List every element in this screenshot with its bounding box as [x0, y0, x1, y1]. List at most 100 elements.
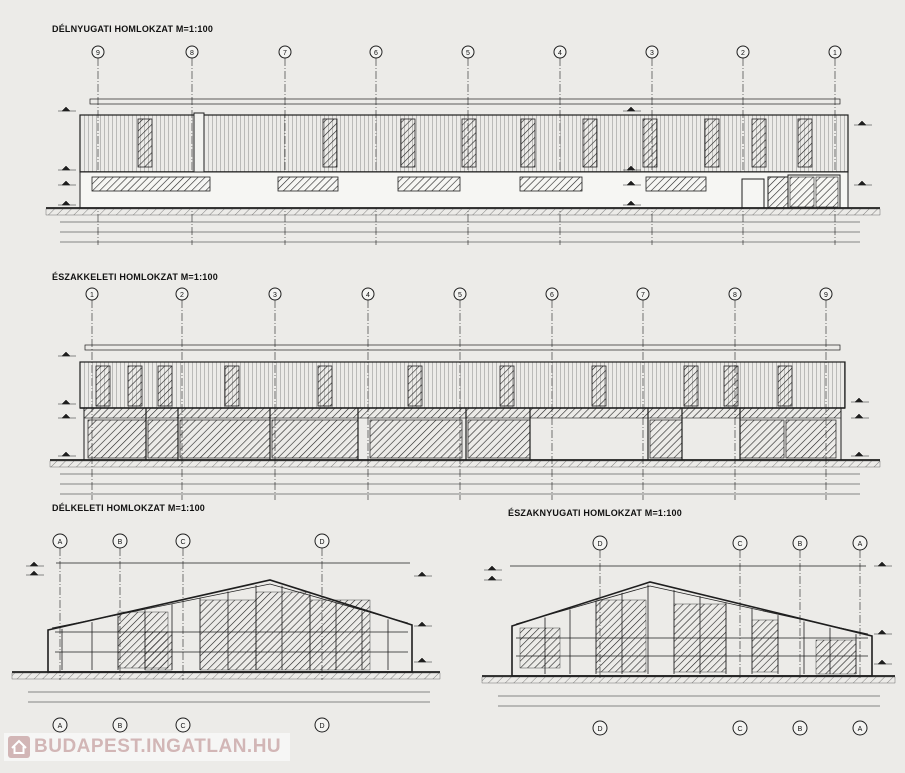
ne-axis-2-label: 2 — [180, 292, 184, 299]
nw-level-mark-2 — [877, 561, 887, 567]
sw-cladding-window-0 — [137, 118, 153, 168]
sw-pilaster — [193, 112, 205, 174]
ne-glazing-6 — [649, 419, 683, 459]
nw-glazing-hatch-3 — [751, 619, 779, 673]
ne-cladding-window-2 — [157, 365, 173, 407]
ne-ground-hatch — [49, 460, 881, 468]
ne-glazing-8 — [785, 419, 837, 459]
ne-level-mark-1 — [61, 399, 71, 405]
nw-axis-top-B-label: B — [798, 541, 803, 548]
se-level-mark-0 — [29, 561, 39, 567]
sw-ridge-band — [89, 98, 841, 105]
house-icon — [8, 736, 30, 758]
sw-cladding-window-3 — [461, 118, 477, 168]
sw-axis-9-label: 9 — [96, 50, 100, 57]
sw-level-mark-3 — [61, 200, 71, 206]
ne-cladding-window-0 — [95, 365, 111, 407]
se-axis-bottom-B-circle — [112, 717, 128, 733]
nw-glazing-hatch-1 — [595, 599, 647, 673]
sw-level-mark-8 — [857, 120, 867, 126]
ne-axis-4-label: 4 — [366, 292, 370, 299]
sw-axis-1-label: 1 — [833, 50, 837, 57]
title-northwest-elevation: ÉSZAKNYUGATI HOMLOKZAT M=1:100 — [508, 508, 682, 518]
sw-level-mark-4 — [626, 106, 636, 112]
sw-cladding-window-5 — [582, 118, 598, 168]
sw-level-mark-9 — [857, 180, 867, 186]
ne-cladding-window-6 — [499, 365, 515, 407]
sw-axis-7-label: 7 — [283, 50, 287, 57]
sw-strip-window-4 — [645, 176, 707, 192]
ne-glazing-4 — [369, 419, 463, 459]
se-level-mark-3 — [417, 621, 427, 627]
nw-glazing-hatch-4 — [815, 639, 857, 675]
se-ground-hatch — [11, 672, 441, 680]
nw-axis-bottom-C-circle — [732, 720, 748, 736]
ne-axis-6-label: 6 — [550, 292, 554, 299]
nw-axis-top-A-label: A — [858, 541, 863, 548]
nw-gable-outline — [511, 581, 873, 677]
ne-axis-1-label: 1 — [90, 292, 94, 299]
ne-cladding-window-5 — [407, 365, 423, 407]
nw-axis-bottom-A-circle — [852, 720, 868, 736]
sw-axis-2-label: 2 — [741, 50, 745, 57]
nw-axis-top-D-label: D — [597, 541, 602, 548]
sw-cladding-window-7 — [704, 118, 720, 168]
ne-axis-7-label: 7 — [641, 292, 645, 299]
title-southwest-elevation: DÉLNYUGATI HOMLOKZAT M=1:100 — [52, 24, 214, 34]
se-glazing-hatch-3 — [309, 599, 371, 671]
ne-level-mark-3 — [61, 451, 71, 457]
nw-axis-bottom-D-circle — [592, 720, 608, 736]
se-level-mark-2 — [417, 571, 427, 577]
ne-level-mark-6 — [854, 451, 864, 457]
se-axis-bottom-C-label: C — [180, 723, 185, 730]
sw-cladding-window-8 — [751, 118, 767, 168]
sw-strip-window-0 — [91, 176, 211, 192]
ne-upper-cladding — [79, 361, 846, 409]
nw-level-mark-1 — [487, 575, 497, 581]
nw-level-mark-3 — [877, 629, 887, 635]
ne-glazing-7 — [739, 419, 785, 459]
sw-axis-6-label: 6 — [374, 50, 378, 57]
watermark: BUDAPEST.INGATLAN.HU — [4, 733, 290, 761]
se-axis-top-B-label: B — [118, 539, 123, 546]
ne-level-mark-4 — [854, 397, 864, 403]
nw-glazing-hatch-0 — [519, 627, 561, 669]
nw-axis-bottom-A-label: A — [858, 726, 863, 733]
sw-strip-window-1 — [277, 176, 339, 192]
se-axis-bottom-B-label: B — [118, 723, 123, 730]
ne-transom — [83, 407, 842, 419]
sw-level-mark-0 — [61, 106, 71, 112]
ne-ridge-band — [84, 344, 841, 351]
se-axis-top-C-label: C — [180, 539, 185, 546]
ne-cladding-window-9 — [723, 365, 739, 407]
se-level-mark-1 — [29, 570, 39, 576]
nw-roof-inner — [515, 585, 869, 635]
ne-axis-5-label: 5 — [458, 292, 462, 299]
nw-axis-bottom-B-label: B — [798, 726, 803, 733]
sw-door — [741, 178, 765, 209]
ne-cladding-window-4 — [317, 365, 333, 407]
ne-cladding-window-1 — [127, 365, 143, 407]
ne-cladding-window-7 — [591, 365, 607, 407]
sw-strip-window-3 — [519, 176, 583, 192]
se-glazing-hatch-4 — [144, 631, 173, 671]
ne-glazing-1 — [147, 419, 179, 459]
title-southeast-elevation: DÉLKELETI HOMLOKZAT M=1:100 — [52, 503, 205, 513]
se-glazing-hatch-2 — [255, 591, 311, 671]
sw-axis-5-label: 5 — [466, 50, 470, 57]
sw-ground-hatch — [45, 208, 881, 216]
ne-cladding-window-10 — [777, 365, 793, 407]
ne-glazing-0 — [87, 419, 147, 459]
nw-axis-top-C-label: C — [737, 541, 742, 548]
nw-axis-bottom-B-circle — [792, 720, 808, 736]
sw-axis-8-label: 8 — [190, 50, 194, 57]
nw-ground-hatch — [481, 676, 896, 684]
sw-shopfront-pane-a — [789, 176, 815, 208]
se-axis-bottom-A-circle — [52, 717, 68, 733]
ne-glazing-5 — [467, 419, 531, 459]
sw-cladding-window-9 — [797, 118, 813, 168]
sw-strip-window-2 — [397, 176, 461, 192]
se-axis-bottom-D-label: D — [319, 723, 324, 730]
se-glazing-hatch-1 — [199, 599, 257, 671]
